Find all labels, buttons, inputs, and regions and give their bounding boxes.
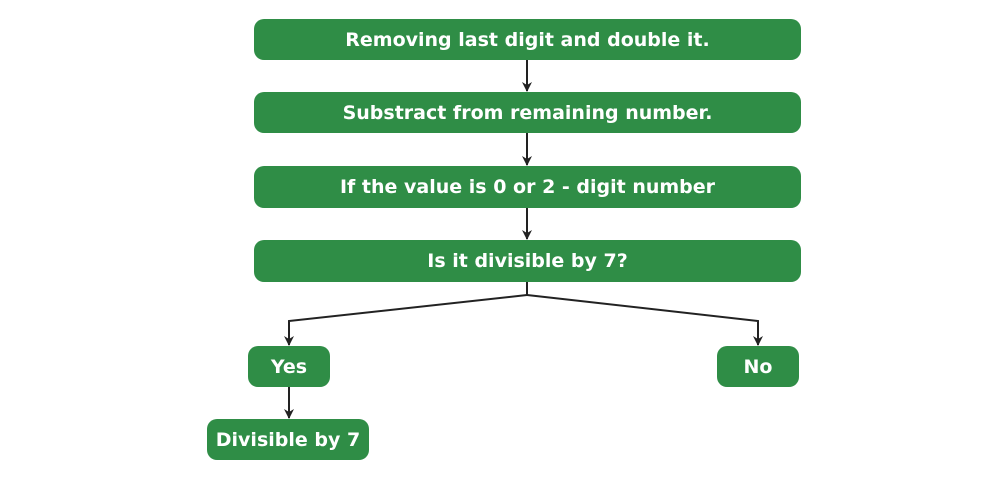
arrow-decision-to-no [526,294,763,346]
step-remove-last-digit-label: Removing last digit and double it. [345,28,710,51]
step-subtract: Substract from remaining number. [254,92,801,133]
arrow-decision-to-yes [284,294,528,346]
result-divisible-label: Divisible by 7 [215,428,361,451]
branch-yes-label: Yes [270,355,308,378]
step-remove-last-digit: Removing last digit and double it. [254,19,801,60]
step-subtract-label: Substract from remaining number. [342,101,713,124]
branch-no: No [717,346,799,387]
step-check-value-label: If the value is 0 or 2 - digit number [339,176,716,198]
result-divisible: Divisible by 7 [207,419,369,460]
step-check-value: If the value is 0 or 2 - digit number [254,166,801,208]
decision-divisible-label: Is it divisible by 7? [427,250,628,272]
decision-divisible: Is it divisible by 7? [254,240,801,282]
branch-no-label: No [743,355,773,378]
branch-yes: Yes [248,346,330,387]
